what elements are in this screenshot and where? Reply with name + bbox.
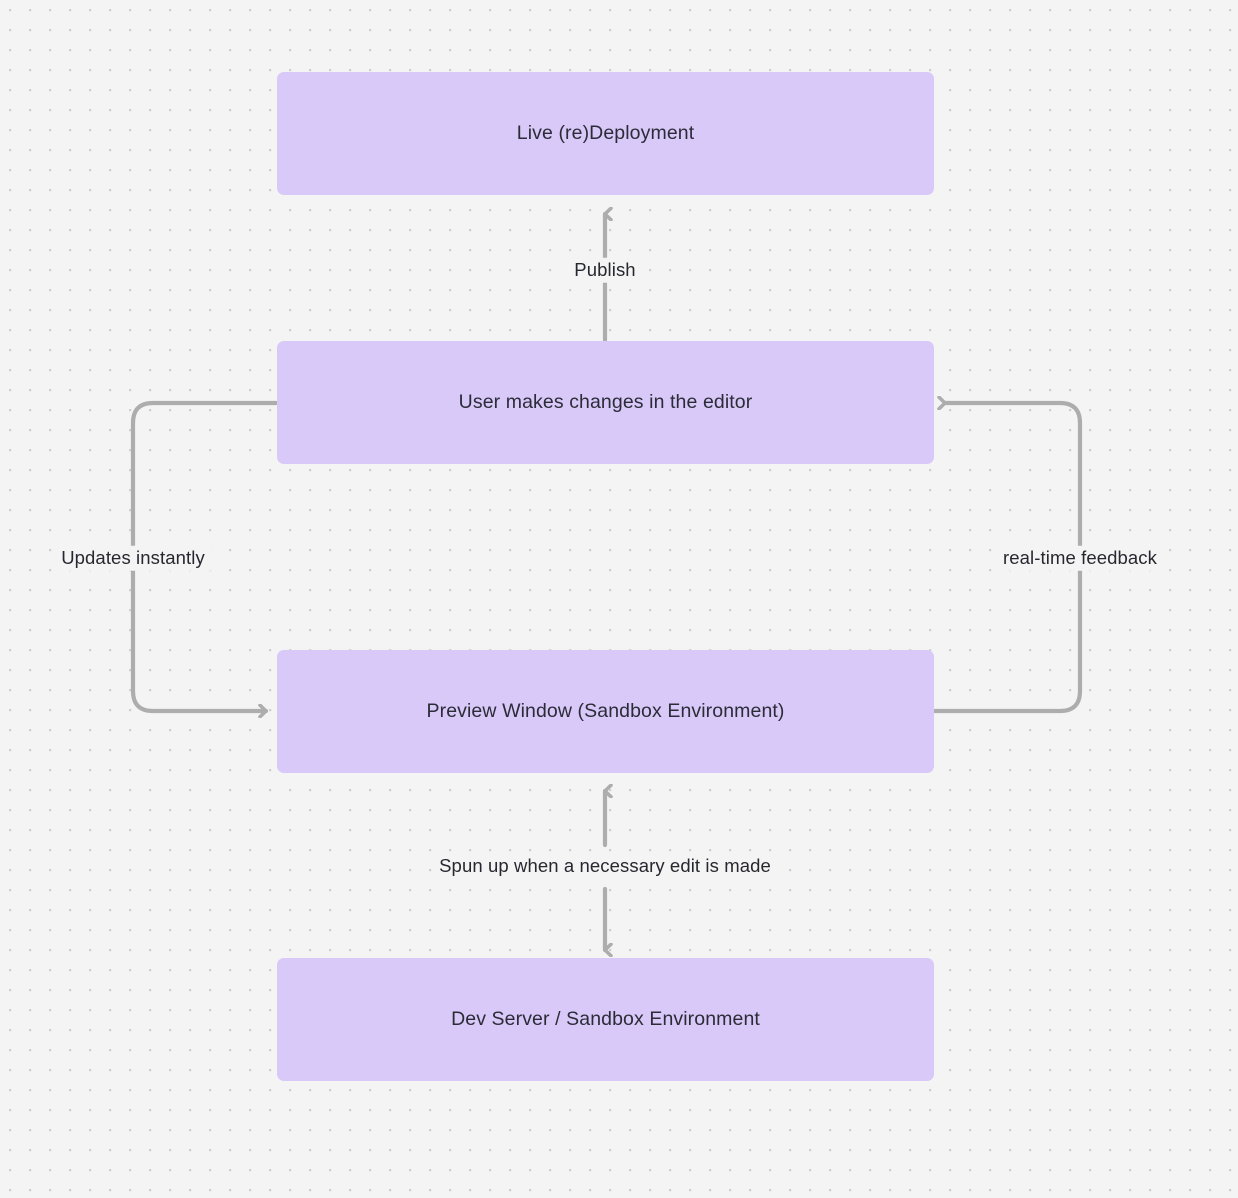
node-label: Live (re)Deployment (516, 121, 695, 144)
node-live-redeployment[interactable]: Live (re)Deployment (277, 72, 934, 195)
node-label: Preview Window (Sandbox Environment) (426, 699, 785, 722)
edge-label-real-time-feedback: real-time feedback (997, 545, 1163, 571)
edge-label-spun-up: Spun up when a necessary edit is made (433, 853, 777, 879)
node-label: User makes changes in the editor (458, 390, 753, 413)
node-user-makes-changes[interactable]: User makes changes in the editor (277, 341, 934, 464)
node-dev-server[interactable]: Dev Server / Sandbox Environment (277, 958, 934, 1081)
node-preview-window[interactable]: Preview Window (Sandbox Environment) (277, 650, 934, 773)
node-label: Dev Server / Sandbox Environment (451, 1007, 760, 1030)
edge-label-updates-instantly: Updates instantly (55, 545, 211, 571)
edge-label-publish: Publish (568, 257, 642, 283)
